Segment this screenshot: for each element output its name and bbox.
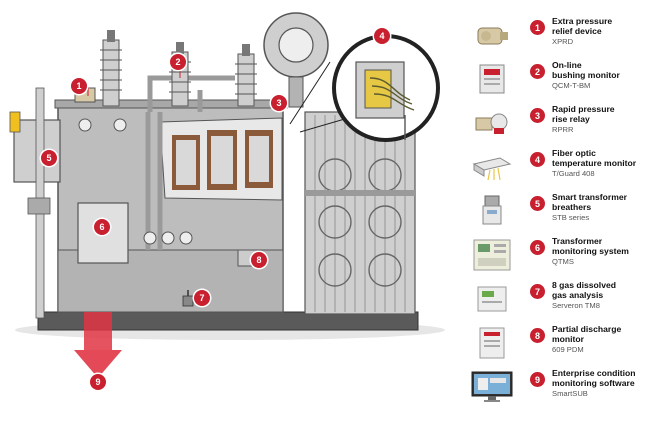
breather-assembly [9,87,61,319]
callout-title-line: temperature monitor [552,158,637,168]
callout-title-line: Smart transformer [552,192,627,202]
callout-title-line: Extra pressure [552,16,613,26]
oil-pipes [145,75,235,250]
callout-title-line: Partial discharge [552,324,622,334]
callout-title-line: relief device [552,26,602,36]
monitoring-system-icon [470,238,514,272]
callout-number: 2 [530,64,545,79]
diagram-marker-2: 2 [170,54,186,70]
breather-icon [470,194,514,228]
callout-title-line: monitoring software [552,378,635,388]
core-cutaway [159,117,283,201]
drain-valve [182,290,194,307]
diagram-marker-9: 9 [90,374,106,390]
transformer-diagram [9,12,445,378]
gas-analyzer-icon [470,282,514,316]
software-monitor-icon [470,370,514,404]
callout-title-line: Transformer [552,236,603,246]
bushing-right [235,44,257,107]
front-gauges [78,118,193,245]
callout-number: 6 [530,240,545,255]
diagram-marker-6: 6 [94,219,110,235]
diagram-marker-1: 1 [71,78,87,94]
callout-title-line: On-line [552,60,582,70]
callout-code: XPRD [552,37,574,46]
bushing-left [100,30,122,107]
callout-title-line: rise relay [552,114,590,124]
callout-code: QTMS [552,257,574,266]
callout-number: 3 [530,108,545,123]
callout-title-line: monitoring system [552,246,629,256]
callout-title-line: gas analysis [552,290,604,300]
diagram-marker-4: 4 [374,28,390,44]
callout-number: 7 [530,284,545,299]
tank-top-cover [54,99,288,109]
callout-code: Serveron TM8 [552,301,600,310]
radiator-bank [304,111,416,315]
fiber-optic-monitor-icon [470,150,514,184]
callout-title-line: Rapid pressure [552,104,615,114]
callout-number: 1 [530,20,545,35]
diagram-marker-3: 3 [271,95,287,111]
partial-discharge-monitor-icon [470,326,514,360]
callout-title-line: Fiber optic [552,148,596,158]
bushing-monitor-icon [470,62,514,96]
callout-title-line: 8 gas dissolved [552,280,617,290]
diagram-marker-8: 8 [251,252,267,268]
callout-title-line: breathers [552,202,592,212]
diagram-marker-5: 5 [41,150,57,166]
callout-number: 5 [530,196,545,211]
pressure-relief-device-icon [470,18,514,52]
callout-code: SmartSUB [552,389,588,398]
callout-number: 9 [530,372,545,387]
callout-title-line: Enterprise condition [552,368,636,378]
data-arrow [74,312,122,378]
callout-code: T/Guard 408 [552,169,595,178]
callout-code: STB series [552,213,590,222]
pressure-relay-icon [470,106,514,140]
callout-code: QCM-T-BM [552,81,591,90]
callout-number: 8 [530,328,545,343]
callout-code: RPRR [552,125,574,134]
callout-code: 609 PDM [552,345,584,354]
callout-title-line: monitor [552,334,584,344]
diagram-marker-7: 7 [194,290,210,306]
conservator-tank [263,12,329,108]
callout-title-line: bushing monitor [552,70,620,80]
callout-number: 4 [530,152,545,167]
zoom-magnifier [289,34,440,142]
